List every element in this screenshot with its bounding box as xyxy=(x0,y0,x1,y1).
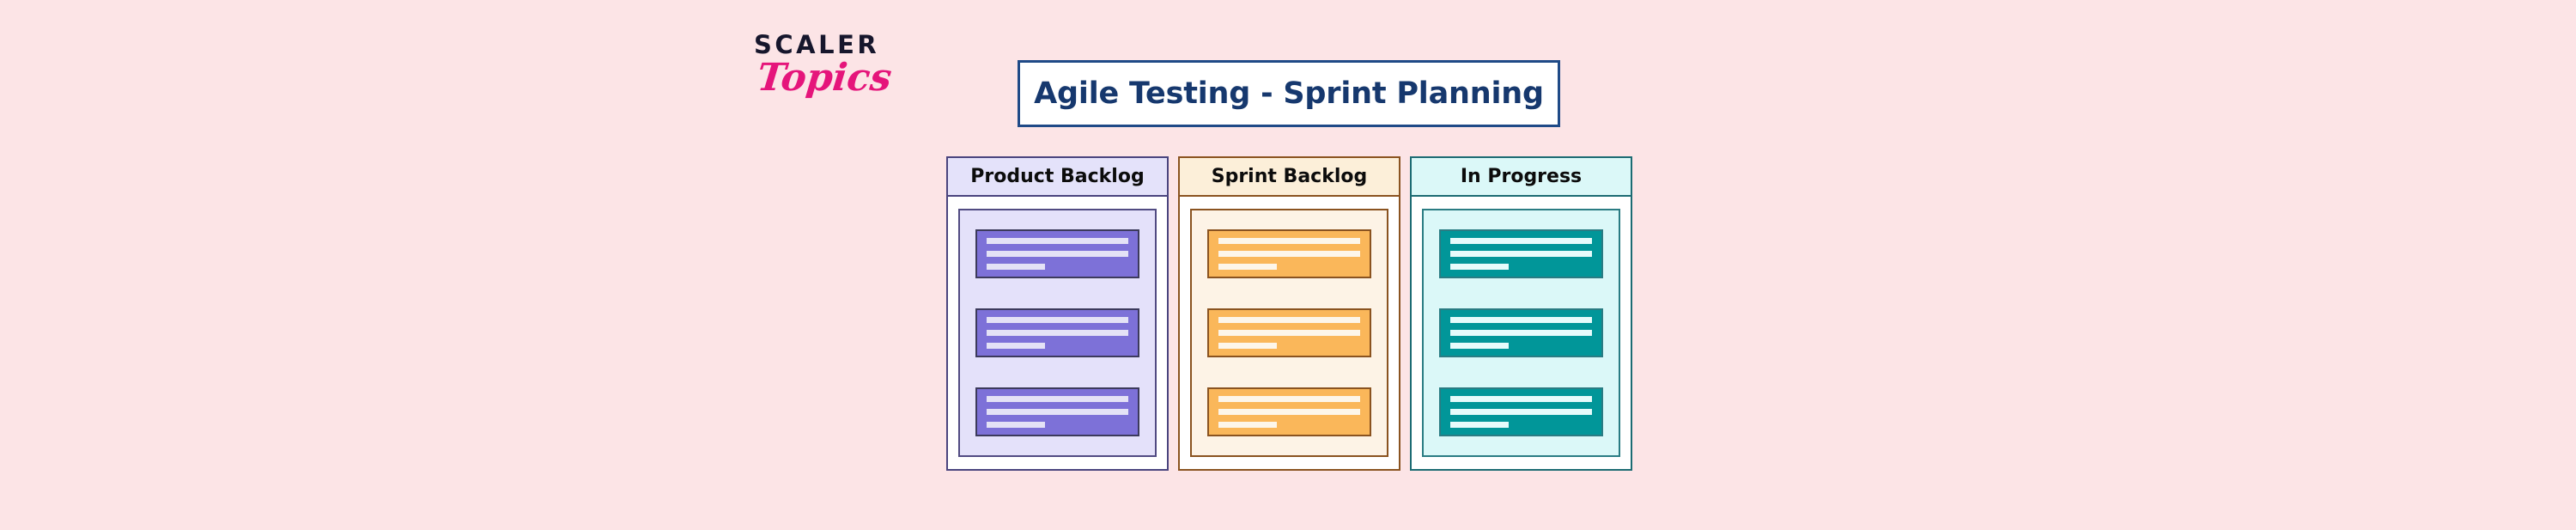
task-card-line xyxy=(1450,251,1592,257)
task-card[interactable] xyxy=(1207,308,1371,357)
kanban-board: Product Backlog xyxy=(946,156,1633,471)
task-card-line xyxy=(1218,238,1360,244)
task-card[interactable] xyxy=(1439,308,1603,357)
task-card-line xyxy=(1218,264,1277,270)
task-card-line xyxy=(1218,343,1277,349)
board-column-sprint-backlog[interactable]: Sprint Backlog xyxy=(1178,156,1400,471)
column-header-product-backlog: Product Backlog xyxy=(946,156,1169,197)
task-card-line xyxy=(1450,409,1592,415)
task-card-line xyxy=(1218,409,1360,415)
task-card-line xyxy=(1218,330,1360,336)
task-card-line xyxy=(1218,396,1360,402)
logo-scaler-wordmark: SCALER xyxy=(754,30,880,59)
logo-topics-wordmark: Topics xyxy=(755,56,894,100)
column-title-product-backlog: Product Backlog xyxy=(970,166,1145,187)
task-card[interactable] xyxy=(1207,387,1371,436)
task-card-line xyxy=(1450,343,1509,349)
task-card-line xyxy=(987,238,1128,244)
column-title-sprint-backlog: Sprint Backlog xyxy=(1211,166,1368,187)
task-card-line xyxy=(987,409,1128,415)
card-panel-in-progress xyxy=(1422,209,1620,457)
task-card[interactable] xyxy=(1439,387,1603,436)
board-column-in-progress[interactable]: In Progress xyxy=(1410,156,1632,471)
task-card-line xyxy=(987,343,1045,349)
task-card[interactable] xyxy=(1207,229,1371,278)
task-card[interactable] xyxy=(975,229,1139,278)
task-card-line xyxy=(1218,251,1360,257)
task-card-line xyxy=(987,264,1045,270)
page-title-banner: Agile Testing - Sprint Planning xyxy=(1018,60,1560,127)
task-card-line xyxy=(1450,422,1509,428)
task-card-line xyxy=(987,330,1128,336)
board-column-product-backlog[interactable]: Product Backlog xyxy=(946,156,1169,471)
column-header-sprint-backlog: Sprint Backlog xyxy=(1178,156,1400,197)
task-card-line xyxy=(1450,264,1509,270)
task-card-line xyxy=(1450,238,1592,244)
scaler-topics-logo: SCALER Topics xyxy=(754,33,917,119)
task-card-line xyxy=(987,396,1128,402)
column-body-product-backlog xyxy=(946,197,1169,471)
page-title: Agile Testing - Sprint Planning xyxy=(1034,76,1544,111)
column-body-in-progress xyxy=(1410,197,1632,471)
column-header-in-progress: In Progress xyxy=(1410,156,1632,197)
task-card-line xyxy=(1218,317,1360,323)
task-card-line xyxy=(987,317,1128,323)
task-card-line xyxy=(1218,422,1277,428)
task-card-line xyxy=(1450,330,1592,336)
task-card-line xyxy=(987,422,1045,428)
card-panel-product-backlog xyxy=(958,209,1157,457)
task-card[interactable] xyxy=(975,308,1139,357)
task-card-line xyxy=(1450,396,1592,402)
column-body-sprint-backlog xyxy=(1178,197,1400,471)
card-panel-sprint-backlog xyxy=(1190,209,1388,457)
task-card-line xyxy=(1450,317,1592,323)
task-card[interactable] xyxy=(1439,229,1603,278)
task-card-line xyxy=(987,251,1128,257)
task-card[interactable] xyxy=(975,387,1139,436)
column-title-in-progress: In Progress xyxy=(1460,166,1583,187)
